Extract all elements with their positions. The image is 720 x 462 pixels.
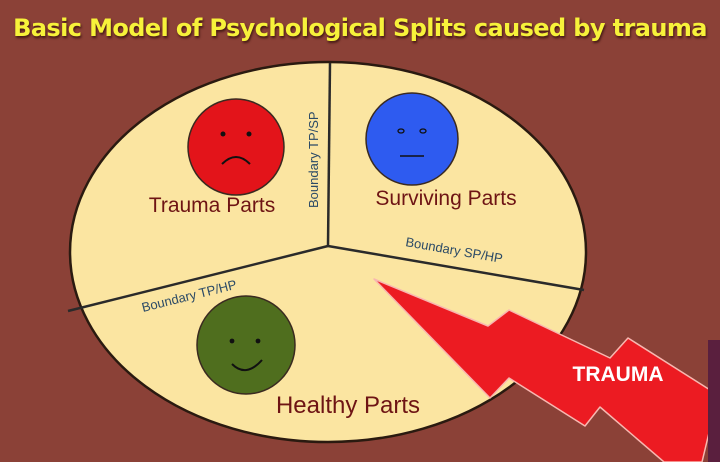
trauma-bolt-icon: [373, 278, 719, 462]
boundary-line-tp-sp: [326, 62, 332, 247]
healthy-parts-label: Healthy Parts: [276, 392, 420, 419]
boundary-line-tp-hp: [67, 244, 329, 313]
boundary-label-tp-sp: Boundary TP/SP: [306, 111, 321, 208]
surviving-parts-label: Surviving Parts: [375, 187, 516, 210]
parts-circle: [68, 60, 588, 444]
smiling-face-icon: [196, 295, 296, 395]
slide-title: Basic Model of Psychological Splits caus…: [13, 14, 707, 42]
trauma-label: TRAUMA: [573, 363, 664, 386]
boundary-line-sp-hp: [327, 244, 585, 292]
trauma-parts-label: Trauma Parts: [149, 194, 275, 217]
neutral-face-icon: [365, 92, 459, 186]
sad-face-icon: [187, 98, 285, 196]
edge-accent-bar: [708, 340, 720, 462]
